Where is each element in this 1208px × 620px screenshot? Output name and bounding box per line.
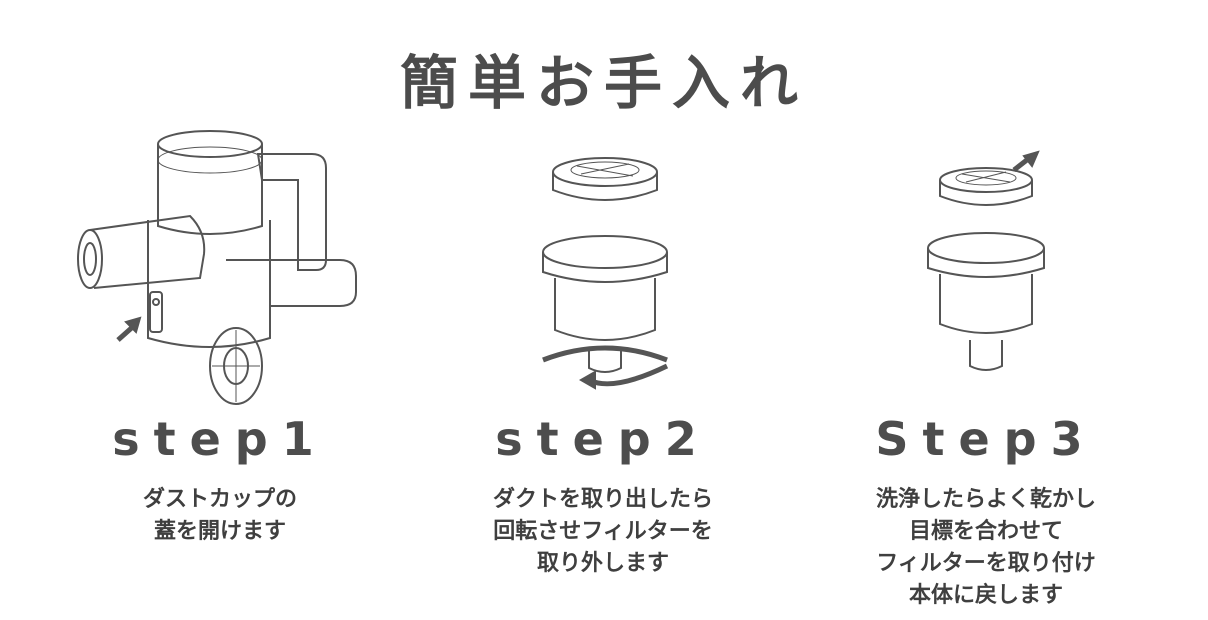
step-3-line-3: フィルターを取り付け [876,551,1096,576]
step-1-heading: step1 [112,412,328,466]
step-2-line-3: 取り外します [536,551,669,576]
step-3-line-2: 目標を合わせて [908,519,1063,544]
steps-section: step1 ダストカップの 蓋を開けます [0,120,1208,620]
step-1-description: ダストカップの 蓋を開けます [30,484,410,548]
step-1-line-2: 蓋を開けます [153,519,286,544]
step-1: step1 ダストカップの 蓋を開けます [30,120,410,620]
step-3-line-1: 洗浄したらよく乾かし [875,487,1096,512]
step-3-description: 洗浄したらよく乾かし 目標を合わせて フィルターを取り付け 本体に戻します [796,484,1176,612]
step-3-line-4: 本体に戻します [908,583,1063,608]
step-3: Step3 洗浄したらよく乾かし 目標を合わせて フィルターを取り付け 本体に戻… [796,120,1176,620]
step-1-line-1: ダストカップの [142,487,297,512]
step-2: step2 ダクトを取り出したら 回転させフィルターを 取り外します [413,120,793,620]
step-2-line-1: ダクトを取り出したら [492,487,713,512]
filter-removal-illustration [413,120,793,410]
step-2-description: ダクトを取り出したら 回転させフィルターを 取り外します [413,484,793,580]
filter-reattach-illustration [796,120,1176,410]
step-2-line-2: 回転させフィルターを [493,519,713,544]
step-2-heading: step2 [495,412,711,466]
page-title: 簡単お手入れ [399,49,808,117]
step-3-heading: Step3 [875,412,1097,466]
dust-cup-illustration [30,120,410,410]
